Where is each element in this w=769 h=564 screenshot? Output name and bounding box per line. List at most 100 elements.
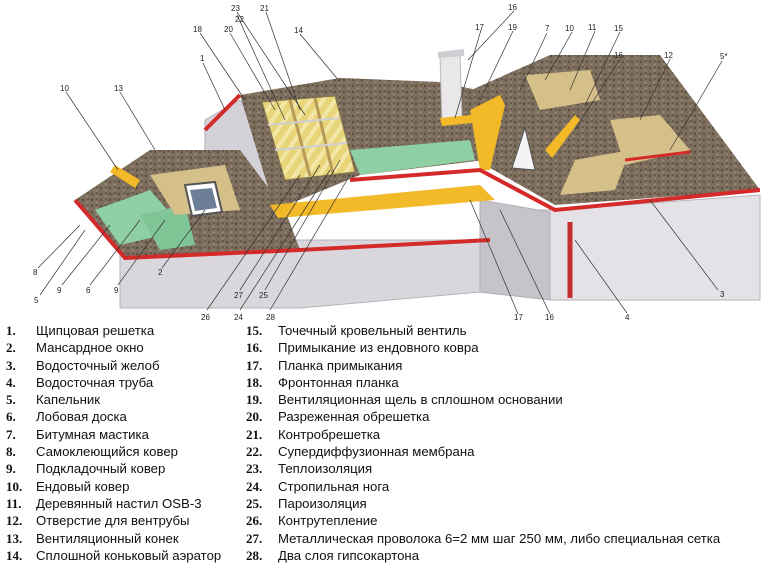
leader-line — [236, 14, 286, 121]
legend-item: 3.Водосточный желоб — [6, 357, 160, 373]
legend-item: 23.Теплоизоляция — [246, 461, 373, 477]
leader-line — [199, 32, 246, 101]
callout-label: 22 — [235, 15, 244, 24]
callout-label: 5 — [34, 296, 39, 305]
leader-line — [264, 159, 341, 291]
legend-item: 12.Отверстие для вентрубы — [6, 513, 190, 529]
roof-underlays — [95, 70, 690, 250]
leader-line — [119, 91, 156, 151]
callout-label: 25 — [259, 291, 268, 300]
leader-line — [239, 164, 321, 291]
callout-label: 1 — [200, 54, 205, 63]
leader-line — [544, 31, 573, 81]
legend-item: 26.Контрутепление — [246, 513, 378, 529]
leader-line — [299, 33, 341, 83]
callout-label: 2 — [158, 268, 163, 277]
leader-line — [117, 219, 166, 286]
leader-line — [454, 29, 482, 119]
leader-line — [89, 219, 141, 286]
legend-right-column: 15.Точечный кровельный вентиль 16.Примык… — [246, 322, 720, 564]
callout-label: 28 — [266, 313, 275, 320]
roof-diagram: 1 2 3 4 5 5* 6 7 8 9 9 10 10 11 12 13 14… — [33, 3, 761, 320]
legend-item: 9.Подкладочный ковер — [6, 461, 166, 477]
callout-label: 12 — [664, 51, 673, 60]
leader-line — [206, 174, 301, 311]
leader-line — [499, 209, 551, 315]
callout-label: 14 — [294, 26, 303, 35]
callout-label: 13 — [114, 84, 123, 93]
callout-label: 3 — [720, 290, 725, 299]
leader-line — [37, 224, 81, 269]
callout-label: 9 — [57, 286, 62, 295]
legend-item: 19.Вентиляционная щель в сплошном основа… — [246, 392, 563, 408]
callout-label: 6 — [86, 286, 91, 295]
legend-item: 25.Пароизоляция — [246, 495, 367, 511]
legend-item: 4.Водосточная труба — [6, 374, 154, 390]
roof-cutaway — [261, 95, 356, 181]
callout-label: 4 — [625, 313, 630, 320]
callout-label: 18 — [193, 25, 202, 34]
flashings — [110, 95, 580, 218]
leader-line — [265, 11, 301, 111]
leader-line — [639, 58, 671, 121]
dormer-window — [511, 126, 536, 171]
callout-label: 10 — [60, 84, 69, 93]
roof-window — [183, 180, 224, 218]
callout-label: 21 — [260, 4, 269, 13]
callout-label: 17 — [514, 313, 523, 320]
leader-line — [569, 30, 596, 91]
chimney — [438, 49, 464, 123]
legend-item: 22.Супердиффузионная мембрана — [246, 444, 475, 460]
legend-item: 5.Капельник — [6, 392, 101, 408]
callout-label: 11 — [588, 23, 597, 32]
callout-label: 17 — [475, 23, 484, 32]
leader-line — [236, 11, 306, 116]
leader-line — [39, 229, 86, 296]
legend-item: 6.Лобовая доска — [6, 409, 127, 425]
legend-item: 27.Металлическая проволока 6=2 мм шаг 25… — [246, 530, 721, 546]
legend-item: 24.Стропильная нога — [246, 478, 390, 494]
leader-line — [519, 32, 548, 91]
leader-line — [649, 199, 719, 291]
callout-label: 10 — [565, 24, 574, 33]
leader-line — [202, 62, 226, 111]
legend-item: 10.Ендовый ковер — [6, 478, 130, 494]
leader-line — [574, 58, 621, 131]
callout-label: 16 — [614, 51, 623, 60]
callout-label: 9 — [114, 286, 119, 295]
legend-item: 1.Щипцовая решетка — [6, 323, 155, 338]
leader-line — [61, 224, 111, 286]
legend-item: 21.Контробрешетка — [246, 426, 381, 442]
legend-item: 15.Точечный кровельный вентиль — [246, 323, 467, 338]
leader-line — [467, 10, 515, 61]
callout-label: 7 — [545, 24, 550, 33]
legend-item: 13.Вентиляционный конек — [6, 530, 179, 546]
legend-item: 11.Деревянный настил OSB-3 — [6, 495, 202, 511]
callout-label: 8 — [33, 268, 38, 277]
leader-line — [269, 174, 351, 311]
leader-line — [669, 60, 723, 151]
leader-line — [239, 169, 331, 311]
leader-line — [229, 32, 276, 111]
callout-label: 24 — [234, 313, 243, 320]
legend-item: 2.Мансардное окно — [6, 340, 144, 356]
callout-label: 27 — [234, 291, 243, 300]
leader-line — [479, 30, 514, 101]
legend-item: 14.Сплошной коньковый аэратор — [6, 547, 222, 563]
callout-label: 16 — [545, 313, 554, 320]
callout-label: 20 — [224, 25, 233, 34]
legend-item: 8.Самоклеющийся ковер — [6, 444, 179, 460]
legend-item: 17.Планка примыкания — [246, 357, 403, 373]
legend-item: 18.Фронтонная планка — [246, 374, 399, 390]
house-walls — [119, 99, 761, 309]
callout-label: 5* — [720, 52, 728, 61]
legend-left-column: 1.Щипцовая решетка 2.Мансардное окно 3.В… — [6, 322, 221, 564]
gutters — [73, 93, 761, 298]
callout-label: 16 — [508, 3, 517, 12]
callout-label: 19 — [508, 23, 517, 32]
legend-item: 28.Два слоя гипсокартона — [246, 547, 420, 563]
leader-line — [584, 31, 621, 106]
callout-label: 26 — [201, 313, 210, 320]
callout-label: 15 — [614, 24, 623, 33]
legend-item: 16.Примыкание из ендовного ковра — [246, 340, 479, 356]
